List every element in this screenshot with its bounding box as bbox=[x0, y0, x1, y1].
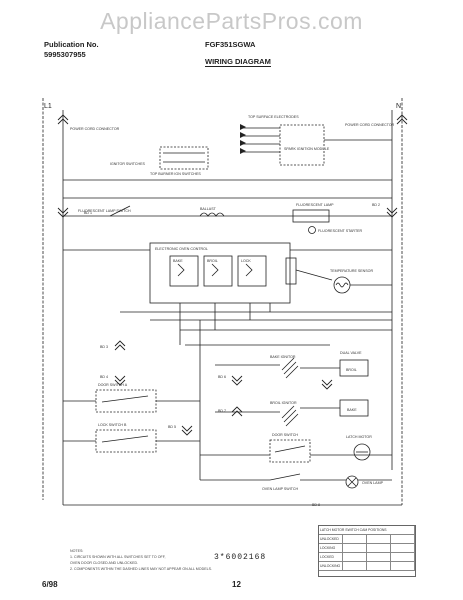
publication-label: Publication No. bbox=[44, 40, 99, 49]
label-fluorescent-lamp-switch: FLUORESCENT LAMP SWITCH bbox=[78, 209, 131, 213]
section-title: WIRING DIAGRAM bbox=[205, 57, 271, 67]
table-cell: UNLOCKING bbox=[319, 562, 343, 570]
label-power-cord-left: POWER CORD CONNECTOR bbox=[70, 127, 120, 131]
table-cell bbox=[391, 553, 415, 561]
connector-label: BD 3 bbox=[100, 345, 108, 349]
label-control-box: ELECTRONIC OVEN CONTROL bbox=[155, 247, 208, 251]
label-power-cord-right: POWER CORD CONNECTOR bbox=[345, 123, 395, 127]
notes-title: NOTES: bbox=[70, 549, 84, 553]
table-cell bbox=[367, 553, 391, 561]
table-cell bbox=[391, 562, 415, 570]
label-door-switch-b: LOCK SWITCH B bbox=[98, 423, 127, 427]
label-door-switch: DOOR SWITCH bbox=[272, 433, 298, 437]
footer-page-number: 12 bbox=[232, 580, 241, 589]
notes-line: 1. CIRCUITS SHOWN WITH ALL SWITCHES SET … bbox=[70, 555, 166, 559]
label-dual-valve: DUAL VALVE bbox=[340, 351, 362, 355]
table-cell: UNLOCKED bbox=[319, 535, 343, 543]
connector-label: BD 5 bbox=[168, 425, 176, 429]
label-top-burner-switches: TOP BURNER IGN SWITCHES bbox=[150, 172, 201, 176]
table-title: LATCH MOTOR SWITCH CAM POSITIONS bbox=[319, 526, 415, 534]
table-row: LOCKED bbox=[319, 553, 415, 562]
label-bake-valve: BAKE bbox=[347, 408, 357, 412]
label-relay-bake: BAKE bbox=[173, 259, 183, 263]
label-relay-lock: LOCK bbox=[241, 259, 251, 263]
label-broil-valve: BROIL bbox=[346, 368, 357, 372]
label-top-surface-electrodes: TOP SURFACE ELECTRODES bbox=[248, 115, 299, 119]
table-cell bbox=[391, 535, 415, 543]
document-number: 3*6002168 bbox=[214, 553, 267, 562]
table-cell: LOCKING bbox=[319, 544, 343, 552]
table-cell bbox=[367, 562, 391, 570]
table-cell bbox=[367, 544, 391, 552]
model-number: FGF351SGWA bbox=[205, 40, 256, 49]
label-fluorescent-lamp: FLUORESCENT LAMP bbox=[296, 203, 334, 207]
table-cell bbox=[367, 535, 391, 543]
connector-label: BD 6 bbox=[218, 375, 226, 379]
watermark: AppliancePartsPros.com bbox=[100, 8, 363, 34]
connector-label: BD 2 bbox=[372, 203, 380, 207]
table-cell bbox=[343, 535, 367, 543]
table-cell bbox=[343, 553, 367, 561]
label-spark-module: SPARK IGNITION MODULE bbox=[284, 147, 330, 151]
label-ignitor-switches: IGNITOR SWITCHES bbox=[110, 162, 145, 166]
table-row: LOCKING bbox=[319, 544, 415, 553]
table-title-row: LATCH MOTOR SWITCH CAM POSITIONS bbox=[319, 526, 415, 535]
connector-label: BD 8 bbox=[312, 503, 320, 507]
label-oven-lamp-switch: OVEN LAMP SWITCH bbox=[262, 487, 298, 491]
label-oven-lamp: OVEN LAMP bbox=[362, 481, 384, 485]
n-label: N bbox=[396, 103, 401, 110]
connector-label: BD 1 bbox=[84, 211, 92, 215]
label-bake-ignitor: BAKE IGNITOR bbox=[270, 355, 296, 359]
label-latch-motor: LATCH MOTOR bbox=[346, 435, 372, 439]
table-row: UNLOCKED bbox=[319, 535, 415, 544]
connector-label: BD 4 bbox=[100, 375, 108, 379]
notes-line: 2. COMPONENTS WITHIN THE DASHED LINES MA… bbox=[70, 567, 212, 571]
label-broil-ignitor: BROIL IGNITOR bbox=[270, 401, 297, 405]
table-cell bbox=[391, 544, 415, 552]
table-cell bbox=[343, 562, 367, 570]
table-cell bbox=[343, 544, 367, 552]
label-temp-sensor: TEMPERATURE SENSOR bbox=[330, 269, 373, 273]
label-fluorescent-starter: FLUORESCENT STARTER bbox=[318, 229, 363, 233]
table-cell: LOCKED bbox=[319, 553, 343, 561]
switch-position-table: LATCH MOTOR SWITCH CAM POSITIONS UNLOCKE… bbox=[318, 525, 416, 577]
label-ballast: BALLAST bbox=[200, 207, 217, 211]
footer-date: 6/98 bbox=[42, 580, 58, 589]
connector-label: BD 7 bbox=[218, 409, 226, 413]
l1-label: L1 bbox=[44, 103, 52, 110]
label-relay-broil: BROIL bbox=[207, 259, 218, 263]
notes-block: NOTES: 1. CIRCUITS SHOWN WITH ALL SWITCH… bbox=[70, 548, 220, 572]
publication-number: 5995307955 bbox=[44, 50, 86, 59]
notes-line: OVEN DOOR CLOSED AND UNLOCKED. bbox=[70, 561, 139, 565]
label-door-switch-a: DOOR SWITCH A bbox=[98, 383, 128, 387]
table-row: UNLOCKING bbox=[319, 562, 415, 571]
